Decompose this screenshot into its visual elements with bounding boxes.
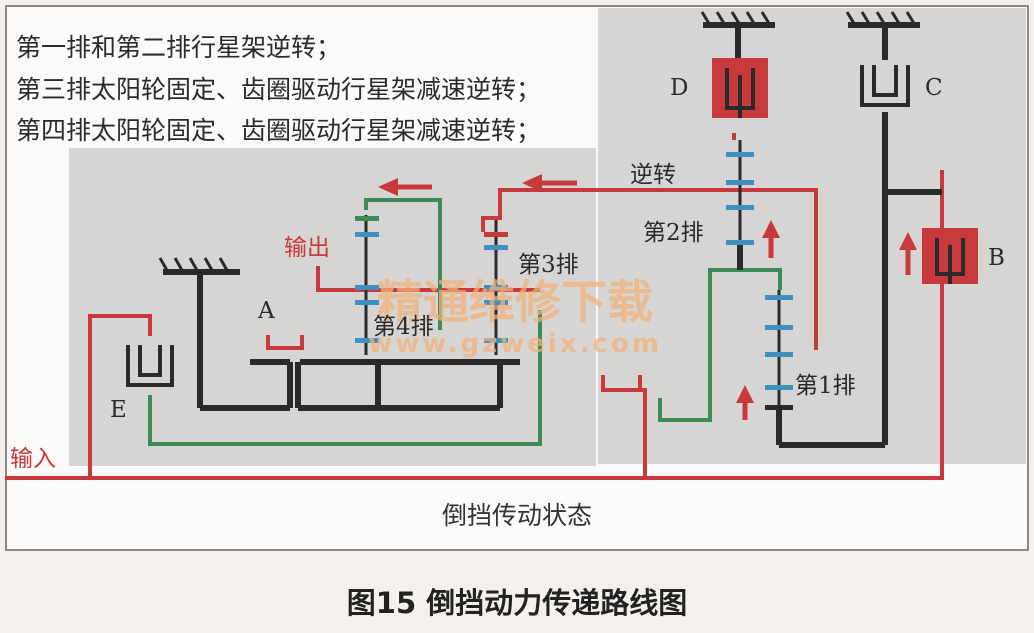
note-line-1: 第一排和第二排行星架逆转； [16, 33, 342, 62]
label-input: 输入 [10, 446, 56, 472]
brake-a [266, 335, 304, 350]
label-output: 输出 [284, 235, 330, 261]
label-row1: 第1排 [795, 373, 856, 399]
label-d: D [670, 75, 688, 101]
arrow-up-icon [762, 220, 780, 258]
left-panel [69, 148, 596, 466]
ground-hatch [158, 11, 917, 273]
arrow-up-icon [899, 232, 917, 275]
note-line-2: 第三排太阳轮固定、齿圈驱动行星架减速逆转； [16, 75, 542, 104]
brake-f [601, 375, 642, 392]
green-path [148, 198, 782, 446]
label-row4: 第4排 [373, 314, 434, 340]
watermark-url: www.gzweix.com [368, 329, 662, 359]
arrow-left-1 [378, 178, 432, 196]
label-b: B [988, 245, 1005, 271]
gearset-2 [726, 140, 754, 250]
clutch-b [922, 228, 978, 284]
label-e: E [110, 397, 127, 423]
gearset-3 [484, 220, 508, 355]
label-row3: 第3排 [518, 252, 579, 278]
label-c: C [925, 75, 943, 101]
brake-d [712, 58, 768, 118]
gearset-1 [765, 290, 793, 410]
note-line-3: 第四排太阳轮固定、齿圈驱动行星架减速逆转； [16, 116, 542, 145]
brake-c [860, 65, 910, 107]
watermark-main: 精通维修下载 [377, 275, 653, 329]
gearset-4 [355, 215, 379, 355]
label-reverse: 逆转 [630, 162, 676, 188]
figure-caption: 图15 倒挡动力传递路线图 [346, 586, 688, 620]
arrow-left-2 [522, 174, 577, 192]
arrow-up-icon [736, 385, 754, 420]
label-row2: 第2排 [643, 220, 704, 246]
clutch-e [126, 345, 174, 387]
state-subtitle: 倒挡传动状态 [441, 501, 592, 530]
label-a: A [257, 298, 275, 324]
